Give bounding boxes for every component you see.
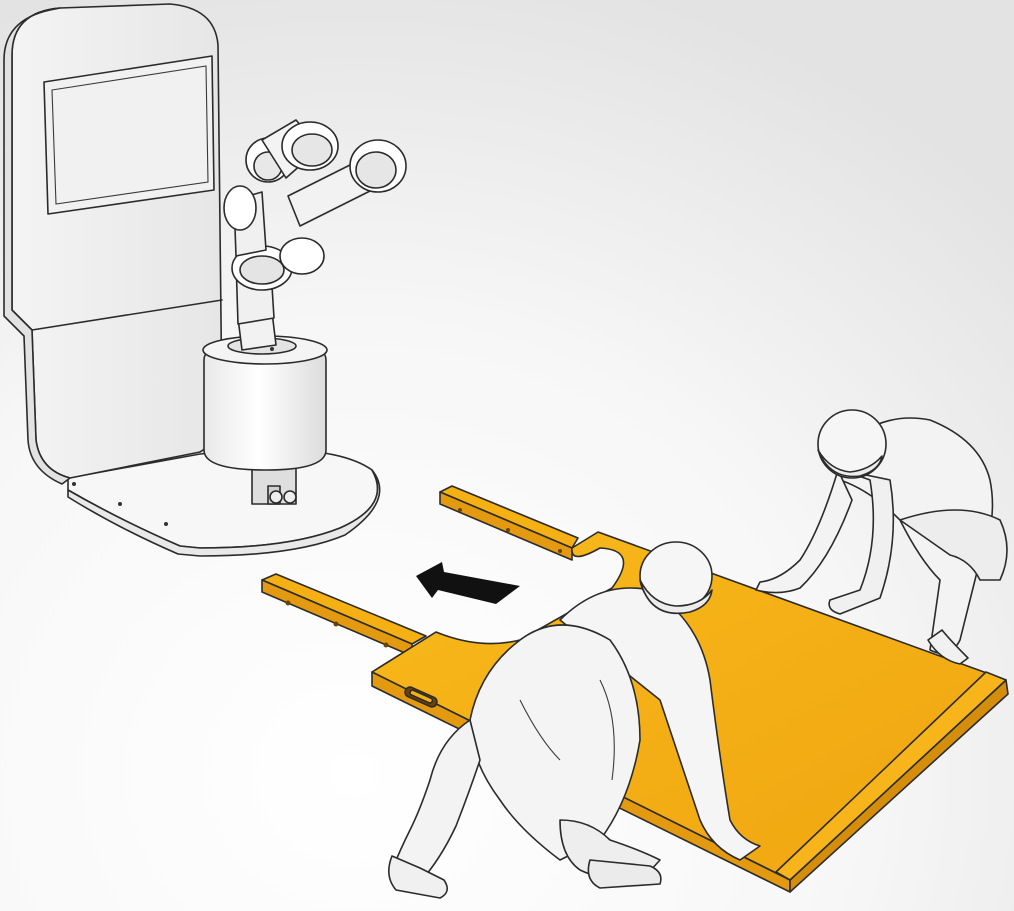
screw-icon [72, 482, 76, 486]
screw-icon [164, 522, 168, 526]
screw-icon [118, 502, 122, 506]
kiosk-screen [44, 56, 214, 214]
connector-icon [270, 491, 282, 503]
